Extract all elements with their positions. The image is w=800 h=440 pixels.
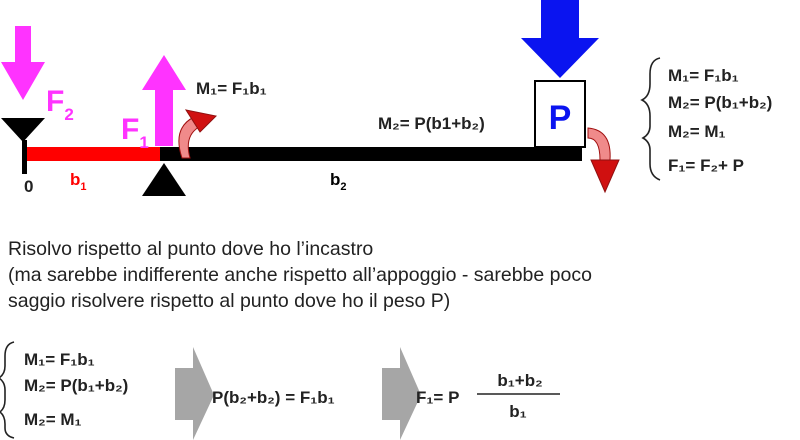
moment-m1-label: M₁= F₁b₁ xyxy=(196,79,267,98)
system-right-eq-2: M₂= P(b₁+b₂) xyxy=(668,93,772,112)
beam-segment-b1 xyxy=(24,147,164,161)
force-f2-arrow-icon xyxy=(1,26,45,100)
system-bottom-brace xyxy=(0,341,15,439)
step-arrow-1-chevron-arrow-icon xyxy=(175,347,214,440)
moment-m1-curved-arrow-icon xyxy=(178,109,218,159)
explanation-paragraph: Risolvo rispetto al punto dove ho l’inca… xyxy=(8,236,793,314)
system-bottom-eq-2: M₂= P(b₁+b₂) xyxy=(24,376,128,395)
fixed-support-triangle-icon xyxy=(1,118,45,142)
system-bottom-eq-3: M₂= M₁ xyxy=(24,410,82,429)
system-right-eq-1: M₁= F₁b₁ xyxy=(668,66,739,85)
roller-support-triangle-icon xyxy=(142,163,186,196)
step-equation-1: P(b₂+b₂) = F₁b₁ xyxy=(212,388,335,407)
step-equation-2-lhs: F₁= P xyxy=(416,388,459,407)
system-right-eq-4: F₁= F₂+ P xyxy=(668,156,744,175)
beam-segment-b2 xyxy=(160,147,582,161)
force-f1-arrow-icon xyxy=(142,55,186,146)
explanation-line-3: saggio risolvere rispetto al punto dove … xyxy=(8,290,451,312)
weight-arrow-icon xyxy=(521,0,599,78)
force-f2-label: F2 xyxy=(46,85,74,124)
b1-label: b1 xyxy=(70,170,87,193)
origin-label: 0 xyxy=(24,177,33,196)
moment-m2-label: M₂= P(b1+b₂) xyxy=(378,114,485,133)
system-bottom-eq-1: M₁= F₁b₁ xyxy=(24,350,95,369)
system-right-eq-3: M₂= M₁ xyxy=(668,122,726,141)
fixed-support-post xyxy=(22,140,27,174)
force-f1-label: F1 xyxy=(121,113,149,152)
explanation-line-2: (ma sarebbe indifferente anche rispetto … xyxy=(8,264,592,286)
weight-label: P xyxy=(549,99,572,137)
explanation-line-1: Risolvo rispetto al punto dove ho l’inca… xyxy=(8,238,374,260)
moment-m2-curved-arrow-icon xyxy=(587,127,620,194)
b2-label: b2 xyxy=(330,170,347,193)
system-right-brace xyxy=(640,57,661,181)
step-equation-2-denominator: b₁ xyxy=(509,402,526,421)
step-arrow-2-chevron-arrow-icon xyxy=(382,347,421,440)
step-equation-2-numerator: b₁+b₂ xyxy=(497,371,542,390)
weight-box xyxy=(534,80,586,148)
